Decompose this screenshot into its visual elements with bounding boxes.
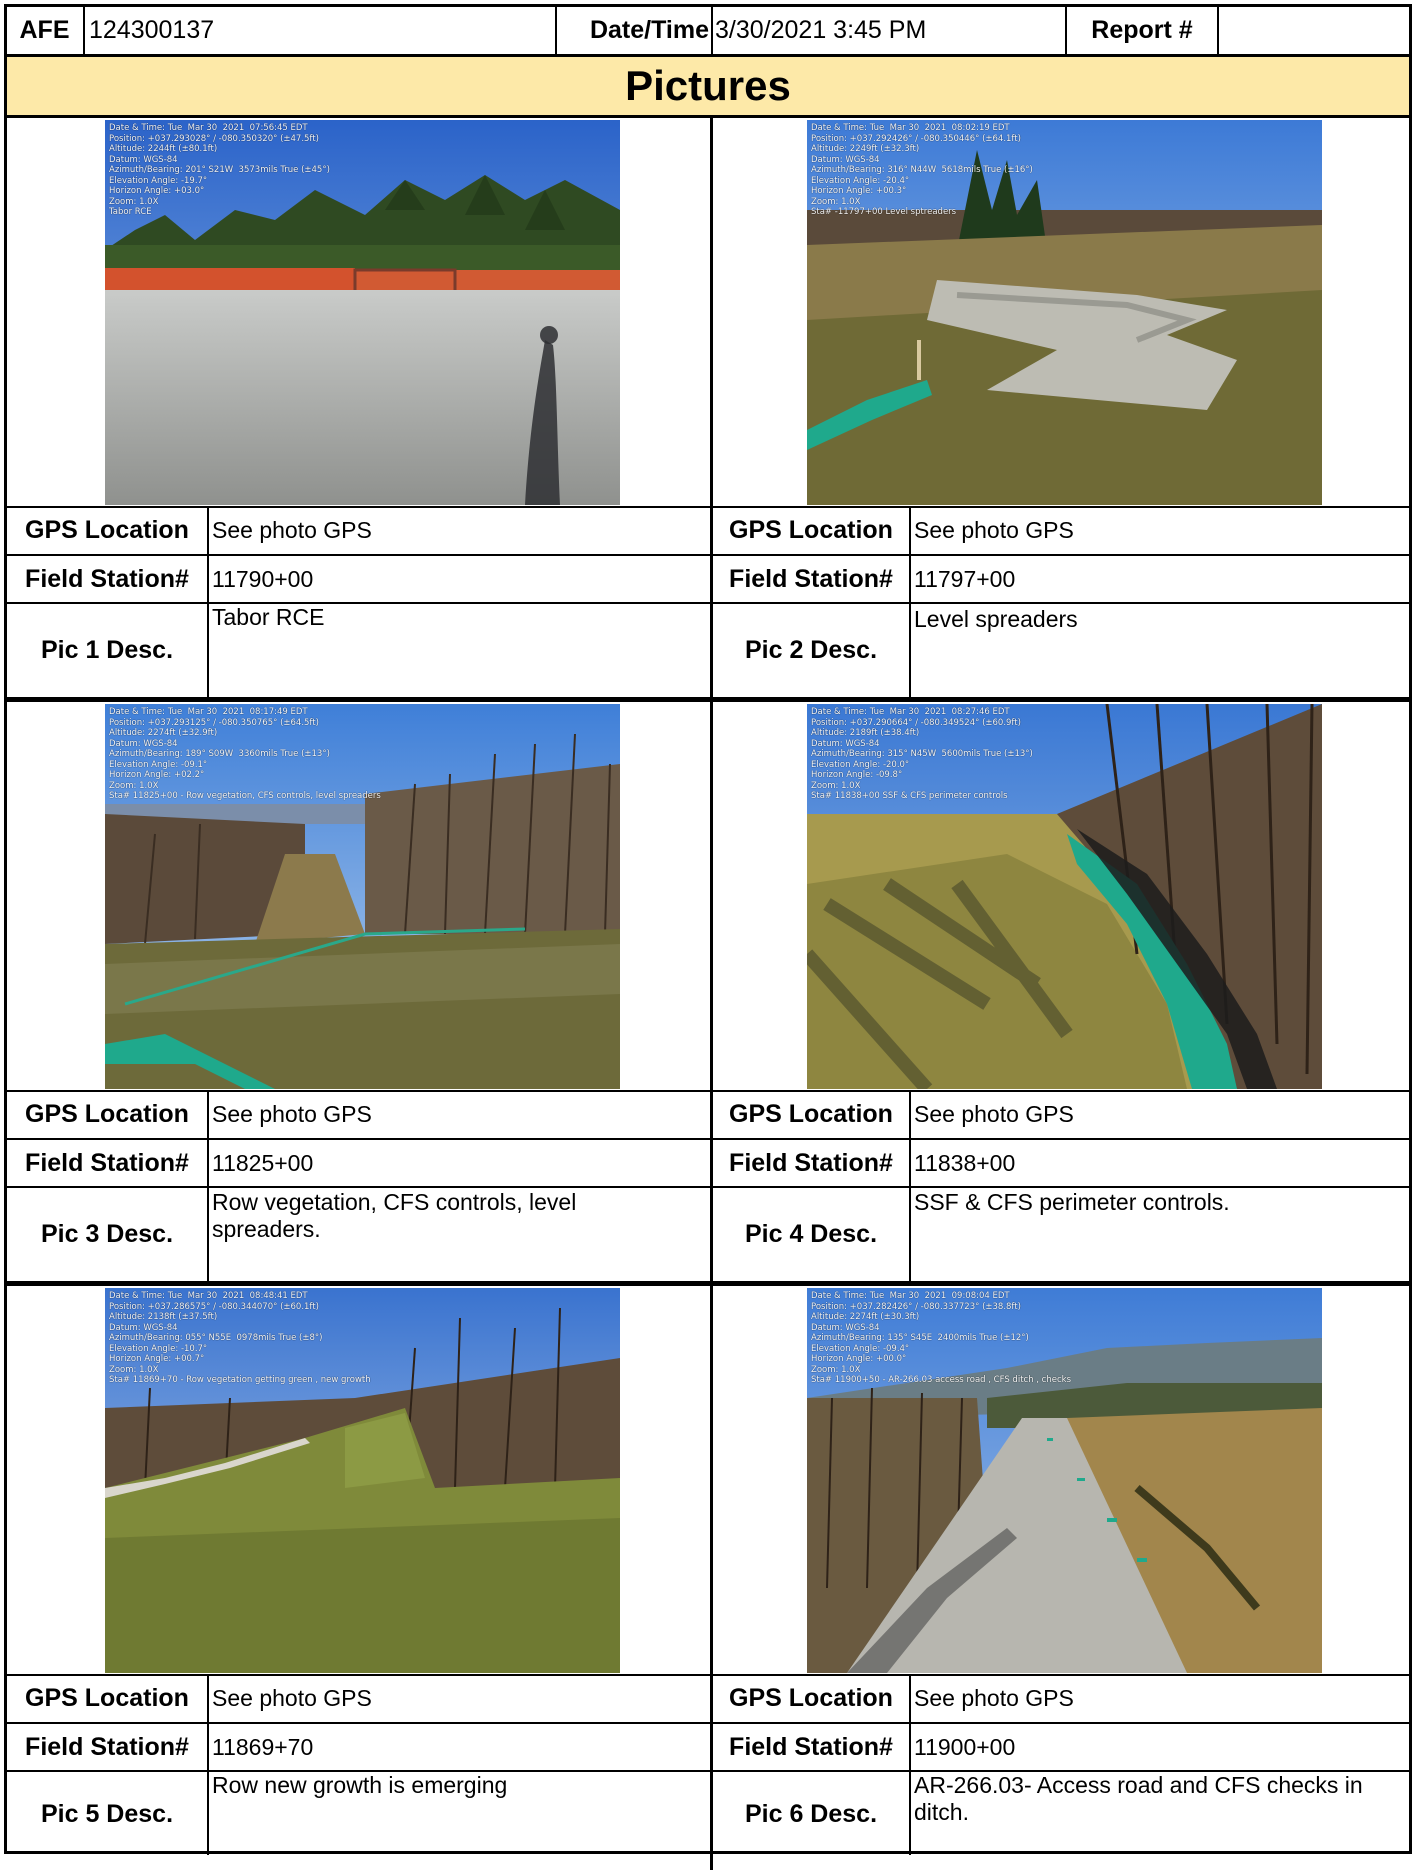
pic-2-description: Level spreaders: [914, 606, 1078, 632]
station-label-5: Field Station#: [25, 1733, 189, 1761]
photo-5-overlay: Date & Time: Tue Mar 30 2021 08:48:41 ED…: [109, 1291, 371, 1385]
gps-value-1: See photo GPS: [212, 517, 372, 543]
picture-row-2: Date & Time: Tue Mar 30 2021 08:17:49 ED…: [7, 702, 1409, 1286]
gps-value-4: See photo GPS: [914, 1101, 1074, 1127]
datetime-value: 3/30/2021 3:45 PM: [715, 16, 927, 44]
pic-5-desc-label: Pic 5 Desc.: [40, 1800, 174, 1828]
gps-value-6: See photo GPS: [914, 1685, 1074, 1711]
photo-6-overlay: Date & Time: Tue Mar 30 2021 09:08:04 ED…: [811, 1291, 1072, 1385]
picture-row-3: Date & Time: Tue Mar 30 2021 08:48:41 ED…: [7, 1286, 1409, 1870]
pic-3-description: Row vegetation, CFS controls, level spre…: [212, 1189, 577, 1242]
gps-label-2: GPS Location: [729, 516, 893, 544]
photo-5: Date & Time: Tue Mar 30 2021 08:48:41 ED…: [105, 1288, 620, 1673]
photo-1-overlay: Date & Time: Tue Mar 30 2021 07:56:45 ED…: [109, 123, 330, 217]
pic-2-desc-label: Pic 2 Desc.: [744, 636, 878, 664]
station-label-4: Field Station#: [729, 1149, 893, 1177]
station-label-3: Field Station#: [25, 1149, 189, 1177]
photo-4-overlay: Date & Time: Tue Mar 30 2021 08:27:46 ED…: [811, 707, 1033, 801]
picture-row-1: Date & Time: Tue Mar 30 2021 07:56:45 ED…: [7, 118, 1409, 702]
report-number-value: [1221, 7, 1406, 54]
afe-label: AFE: [19, 16, 70, 44]
photo-3: Date & Time: Tue Mar 30 2021 08:17:49 ED…: [105, 704, 620, 1089]
section-title: Pictures: [7, 57, 1409, 118]
photo-3-overlay: Date & Time: Tue Mar 30 2021 08:17:49 ED…: [109, 707, 381, 801]
station-value-4: 11838+00: [914, 1150, 1016, 1176]
pic-5-description: Row new growth is emerging: [212, 1772, 508, 1798]
photo-6: Date & Time: Tue Mar 30 2021 09:08:04 ED…: [807, 1288, 1322, 1673]
station-value-5: 11869+70: [212, 1734, 314, 1760]
gps-label-6: GPS Location: [729, 1684, 893, 1712]
pic-1-description: Tabor RCE: [212, 604, 325, 630]
station-label-2: Field Station#: [729, 565, 893, 593]
photo-2: Date & Time: Tue Mar 30 2021 08:02:19 ED…: [807, 120, 1322, 505]
gps-label-1: GPS Location: [25, 516, 189, 544]
pic-4-desc-label: Pic 4 Desc.: [744, 1220, 878, 1248]
report-number-label: Report #: [1091, 16, 1193, 44]
pic-1-desc-label: Pic 1 Desc.: [40, 636, 174, 664]
report-header: AFE 124300137 Date/Time 3/30/2021 3:45 P…: [7, 7, 1409, 57]
station-value-2: 11797+00: [914, 566, 1016, 592]
photo-1: Date & Time: Tue Mar 30 2021 07:56:45 ED…: [105, 120, 620, 505]
afe-value: 124300137: [89, 16, 215, 44]
gps-label-5: GPS Location: [25, 1684, 189, 1712]
pic-4-description: SSF & CFS perimeter controls.: [914, 1189, 1230, 1215]
datetime-label: Date/Time: [589, 16, 709, 44]
gps-value-3: See photo GPS: [212, 1101, 372, 1127]
report-sheet: AFE 124300137 Date/Time 3/30/2021 3:45 P…: [4, 4, 1412, 1870]
pic-6-description: AR-266.03- Access road and CFS checks in…: [914, 1772, 1363, 1825]
pic-3-desc-label: Pic 3 Desc.: [40, 1220, 174, 1248]
station-label-6: Field Station#: [729, 1733, 893, 1761]
gps-value-5: See photo GPS: [212, 1685, 372, 1711]
gps-label-3: GPS Location: [25, 1100, 189, 1128]
gps-value-2: See photo GPS: [914, 517, 1074, 543]
station-value-1: 11790+00: [212, 566, 314, 592]
gps-label-4: GPS Location: [729, 1100, 893, 1128]
photo-2-overlay: Date & Time: Tue Mar 30 2021 08:02:19 ED…: [811, 123, 1033, 217]
station-value-6: 11900+00: [914, 1734, 1016, 1760]
station-label-1: Field Station#: [25, 565, 189, 593]
photo-4: Date & Time: Tue Mar 30 2021 08:27:46 ED…: [807, 704, 1322, 1089]
pic-6-desc-label: Pic 6 Desc.: [744, 1800, 878, 1828]
station-value-3: 11825+00: [212, 1150, 314, 1176]
